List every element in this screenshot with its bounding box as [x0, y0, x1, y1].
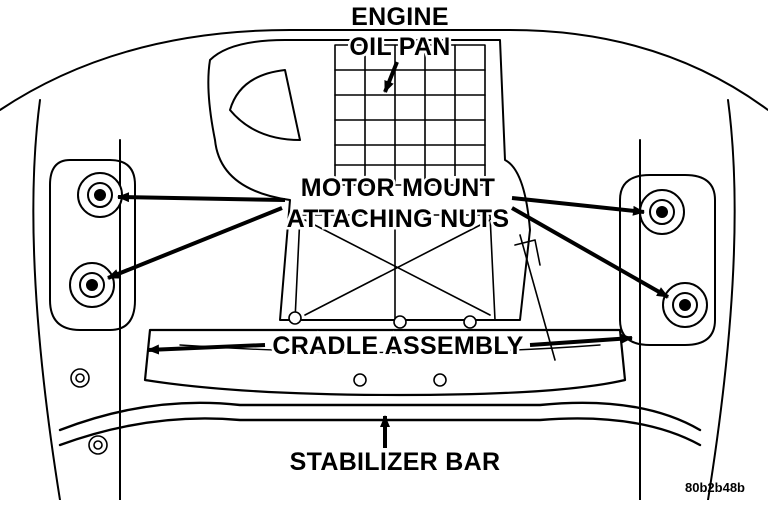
vehicle-body-outline: [0, 29, 768, 111]
left-mount-pad: [49, 159, 136, 331]
label-attaching-nuts: ATTACHING NUTS: [287, 205, 510, 233]
label-oil-pan: OIL PAN: [349, 33, 450, 61]
right-mount-pad: [619, 174, 716, 346]
arrow-to-oil-pan: [383, 61, 399, 93]
arrow-cradle-right: [529, 333, 633, 347]
right-body-panel: [707, 99, 736, 501]
left-lower-nut: [69, 262, 115, 308]
cradle-assembly-frame: [143, 328, 627, 397]
arrow-cradle-left: [147, 343, 266, 355]
oil-pan-grid: [334, 44, 486, 186]
small-bolts: [70, 311, 477, 455]
label-engine: ENGINE: [351, 3, 449, 31]
arrow-to-right-lower-nut: [511, 206, 669, 299]
left-upper-nut: [77, 172, 123, 218]
engine-block: [207, 39, 531, 321]
right-upper-nut: [639, 189, 685, 235]
right-lower-nut: [662, 282, 708, 328]
label-stabilizer-bar: STABILIZER BAR: [290, 448, 501, 476]
stabilizer-bar: [58, 401, 702, 432]
arrow-to-right-upper-nut: [511, 196, 645, 216]
arrow-to-left-lower-nut: [107, 206, 283, 280]
label-motor-mount: MOTOR MOUNT: [301, 174, 496, 202]
figure-code: 80b2b48b: [685, 480, 745, 495]
label-cradle-assembly: CRADLE ASSEMBLY: [272, 332, 523, 360]
arrow-to-left-upper-nut: [117, 192, 286, 203]
cross-brace: [294, 214, 496, 321]
left-body-panel: [32, 99, 61, 501]
